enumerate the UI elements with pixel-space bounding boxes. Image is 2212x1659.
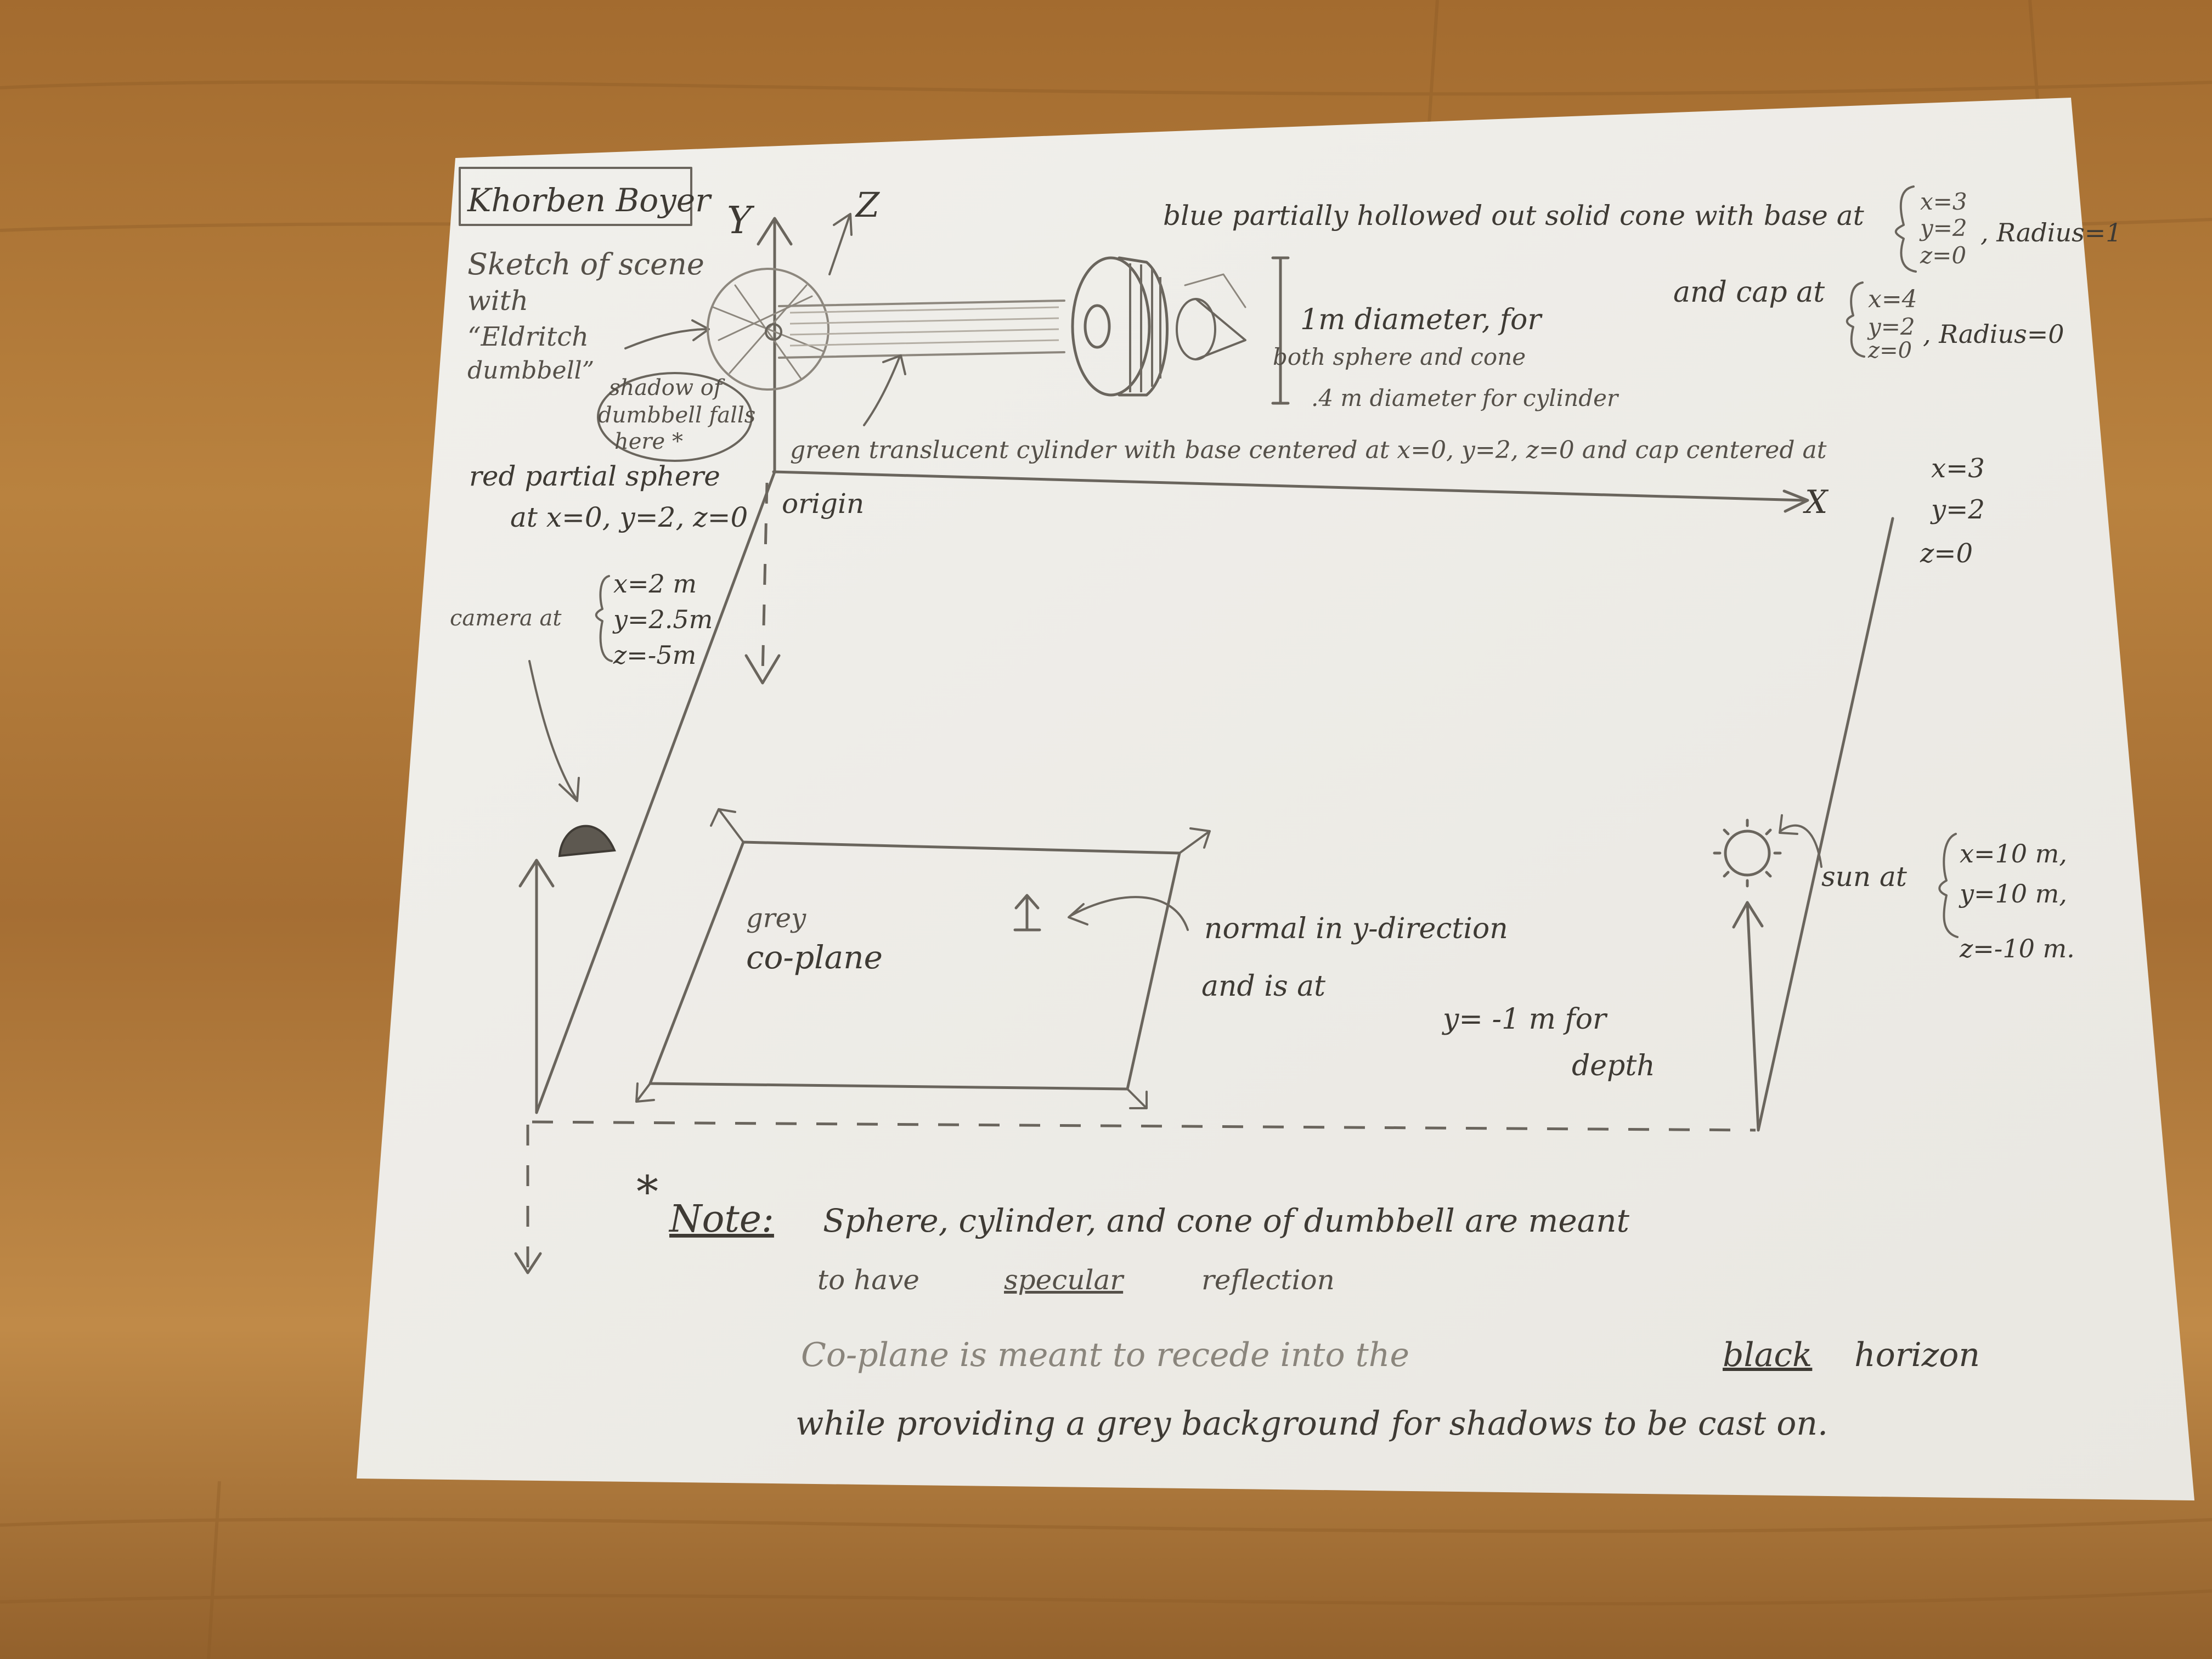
author-box [459,167,692,226]
cone-cap-z: z=0 [1867,338,1912,363]
camera-arrow [528,660,580,802]
cone-cap-x: x=4 [1868,285,1917,313]
left-dashed-down-arrowhead [514,1252,542,1274]
sun-arrow [1779,814,1822,868]
shadow-note-2: dumbbell falls [598,403,755,428]
cylinder-arrow [863,354,906,426]
sun-label: sun at [1821,861,1908,893]
normal-desc-1: normal in y-direction [1204,912,1508,945]
sphere-desc-1: red partial sphere [469,460,720,492]
cone-cap-radius: , Radius=0 [1923,319,2064,349]
camera-brace [595,575,613,662]
shadow-note-3: here * [614,429,683,454]
x-axis-label: X [1803,483,1829,521]
camera-z: z=-5m [613,640,696,670]
normal-arrow [1068,896,1189,931]
cone-desc-line1: blue partially hollowed out solid cone w… [1163,200,1865,232]
sketch-title-2: with [467,285,528,317]
note-line2-word: specular [1004,1264,1125,1296]
note-line4: while providing a grey background for sh… [795,1404,1828,1443]
note-line1: Sphere, cylinder, and cone of dumbbell a… [823,1202,1630,1239]
plane-label-2: co-plane [746,939,883,976]
note-label: Note: [668,1198,774,1241]
cylinder-cap-y: y=2 [1930,494,1985,525]
co-plane-corner-arrows [635,808,1211,1109]
note-line3-post: horizon [1854,1336,1980,1374]
cone-base-z: z=0 [1920,242,1966,269]
cylinder-desc: green translucent cylinder with base cen… [790,436,1827,464]
normal-desc-2: and is at [1201,970,1325,1003]
small-cone [1176,273,1246,360]
cone-base-y: y=2 [1919,215,1967,241]
note-line2-pre: to have [817,1264,919,1296]
y-axis-negative-arrowhead [744,654,781,685]
cylinder-cap-z: z=0 [1920,538,1973,569]
z-axis-arrowhead [833,213,853,236]
sun-x: x=10 m, [1960,839,2067,868]
blue-hollow-cone [1071,256,1169,397]
scene-plane-right-edge [1757,517,1894,1132]
note-star: * [636,1166,658,1217]
origin-label: origin [782,488,864,520]
y-axis-arrowhead [757,217,793,246]
sun-brace [1938,833,1959,938]
y-axis-negative [761,482,769,675]
y-axis-label: Y [727,199,755,242]
cone-base-x: x=3 [1920,188,1967,215]
sun-y: y=10 m, [1959,879,2067,909]
cone-cap-brace [1846,281,1865,358]
normal-desc-4: depth [1572,1049,1655,1082]
cone-base-brace [1894,185,1917,273]
horizon-dashed-line [532,1120,1756,1132]
sketch-title-1: Sketch of scene [467,247,704,281]
sun-z: z=-10 m. [1959,934,2075,963]
shadow-note-oval [597,372,753,462]
diameter-bracket [1271,256,1290,405]
z-axis [828,216,850,275]
left-vertical-arrowhead [518,859,555,888]
scene-plane-left-edge [535,470,776,1114]
sun-vertical-arrow [1746,901,1760,1132]
cone-base-radius: , Radius=1 [1980,218,2122,247]
cylinder-cap-x: x=3 [1931,453,1985,484]
camera-x: x=2 m [613,569,697,599]
plane-normal-icon [1013,894,1041,932]
cone-cap-label: and cap at [1673,276,1825,309]
sun-icon [1713,819,1782,888]
diameter-note-2: both sphere and cone [1273,343,1526,370]
red-partial-sphere [707,268,830,391]
plane-label-1: grey [746,903,806,934]
note-line3-pre: Co-plane is meant to recede into the [801,1336,1409,1374]
sun-vertical-arrowhead [1732,901,1764,929]
sketch-title-4: dumbbell” [467,357,594,385]
z-axis-label: Z [855,185,880,225]
camera-y: y=2.5m [612,605,713,634]
sketch-title-3: “Eldritch [467,321,589,352]
shadow-note-1: shadow of [609,375,725,400]
camera-label: camera at [450,606,562,631]
x-axis [772,470,1807,502]
sphere-desc-2: at x=0, y=2, z=0 [510,501,748,533]
paper-sheet [357,98,2194,1500]
note-line3-word: black [1723,1336,1812,1374]
normal-desc-3: y= -1 m for [1442,1003,1608,1036]
note-line2-post: reflection [1201,1264,1335,1296]
author-name: Khorben Boyer [467,182,712,219]
diameter-note-1: 1m diameter, for [1300,303,1543,336]
green-cylinder [778,300,1065,359]
diameter-note-3: .4 m diameter for cylinder [1311,385,1620,411]
camera-icon [558,825,616,857]
x-axis-arrowhead [1782,489,1809,513]
cone-cap-y: y=2 [1867,313,1915,340]
